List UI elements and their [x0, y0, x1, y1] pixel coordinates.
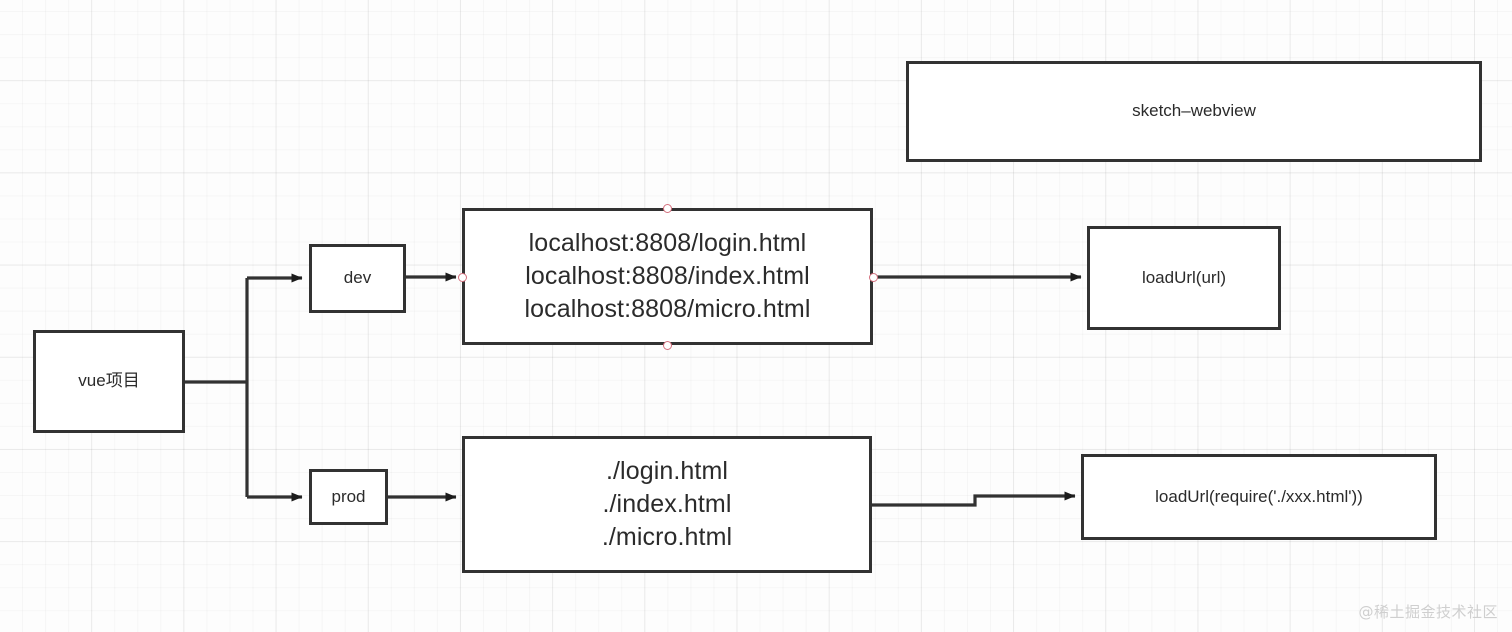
- node-sketch-webview[interactable]: sketch–webview: [906, 61, 1482, 162]
- node-dev-urls[interactable]: localhost:8808/login.html localhost:8808…: [462, 208, 873, 345]
- node-prod[interactable]: prod: [309, 469, 388, 525]
- node-load-url[interactable]: loadUrl(url): [1087, 226, 1281, 330]
- node-vue-project[interactable]: vue项目: [33, 330, 185, 433]
- watermark: @稀土掘金技术社区: [1358, 603, 1498, 621]
- handle-bottom[interactable]: [662, 340, 672, 350]
- handle-top[interactable]: [662, 203, 672, 213]
- node-load-url-require[interactable]: loadUrl(require('./xxx.html')): [1081, 454, 1437, 540]
- node-dev[interactable]: dev: [309, 244, 406, 313]
- node-prod-urls[interactable]: ./login.html ./index.html ./micro.html: [462, 436, 872, 573]
- handle-right[interactable]: [868, 272, 878, 282]
- handle-left[interactable]: [457, 272, 467, 282]
- edge-prod-urls-to-loadurl-require: [872, 491, 1076, 507]
